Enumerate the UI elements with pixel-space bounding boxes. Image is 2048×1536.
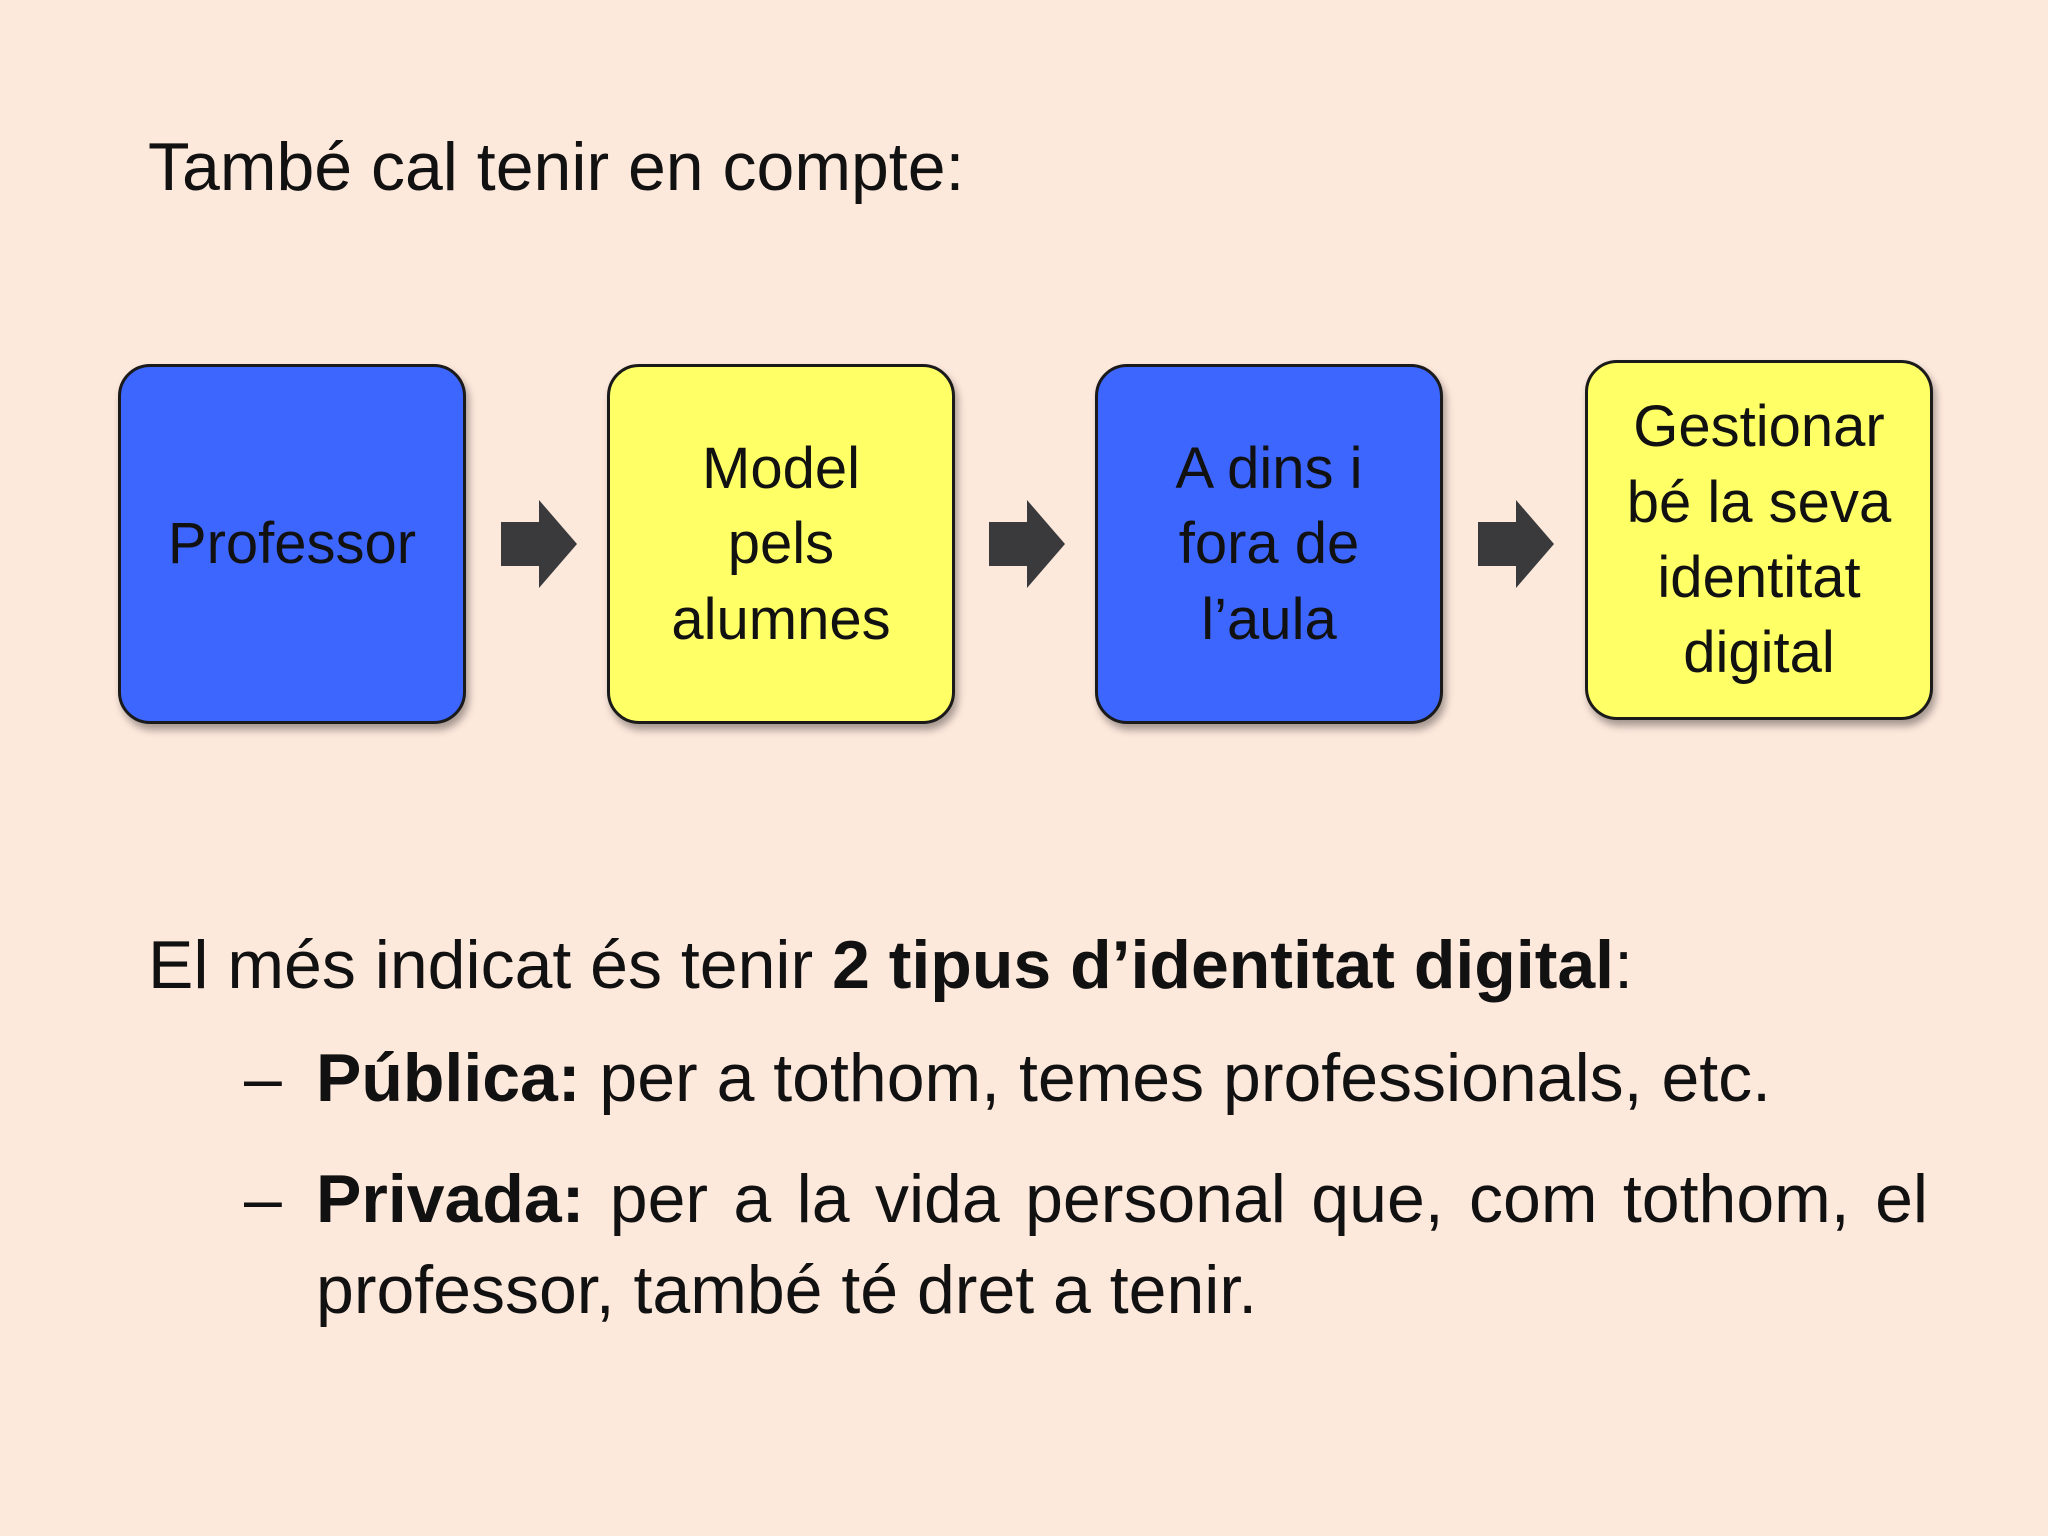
right-arrow-icon [989,500,1065,588]
flow-box-label: Professor [167,511,417,577]
list-dash: – [244,1160,282,1237]
flow-box-label: Model pels alumnes [671,435,891,652]
list-item-text: per a la vida personal que, com tothom, … [316,1160,1928,1329]
list-item-private: – Privada: per a la vida personal que, c… [148,1154,1928,1336]
list-item-public: – Pública: per a tothom, temes professio… [148,1033,1928,1124]
flow-box-professor: Professor [118,364,466,724]
body-text: El més indicat és tenir 2 tipus d’identi… [148,928,1948,1336]
flow-box-label: Gestionar bé la seva identitat digital [1626,394,1892,686]
slide-heading: També cal tenir en compte: [148,129,965,205]
list-item-label: Privada: [316,1160,585,1237]
flow-box-model: Model pels alumnes [607,364,955,724]
flow-box-classroom: A dins i fora de l’aula [1095,364,1443,724]
intro-suffix: : [1614,927,1633,1003]
list-item-text: per a tothom, temes professionals, etc. [580,1039,1772,1116]
flow-box-identity: Gestionar bé la seva identitat digital [1585,360,1933,720]
intro-bold: 2 tipus d’identitat digital [832,927,1615,1003]
list-dash: – [244,1039,282,1116]
flow-diagram: Professor Model pels alumnes A dins i fo… [118,360,1933,724]
right-arrow-icon [501,500,577,588]
flow-box-label: A dins i fora de l’aula [1175,435,1363,652]
list-item-label: Pública: [316,1039,581,1116]
intro-line: El més indicat és tenir 2 tipus d’identi… [148,928,1948,1003]
right-arrow-icon [1478,500,1554,588]
intro-prefix: El més indicat és tenir [148,927,833,1003]
